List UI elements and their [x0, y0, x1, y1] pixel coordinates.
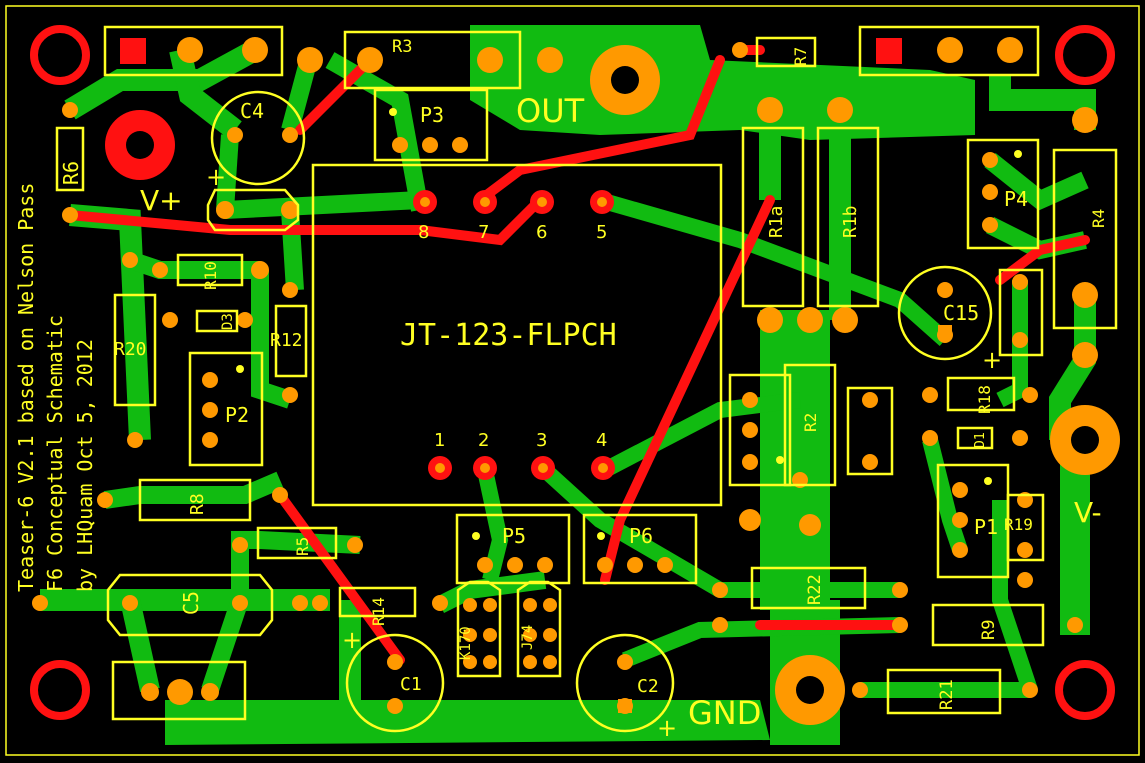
designator-r18: R18 — [975, 385, 994, 414]
credits-line-2: F6 Conceptual Schematic — [43, 315, 67, 592]
designator-r9: R9 — [979, 620, 999, 640]
designator-p1: P1 — [974, 515, 998, 539]
plus-mark: + — [206, 163, 226, 191]
designator-r1b: R1b — [840, 205, 861, 238]
designator-c2: C2 — [637, 676, 659, 697]
designator-d3: D3 — [220, 313, 236, 330]
pin-label: 2 — [478, 430, 489, 451]
ic-pads — [413, 190, 615, 480]
silkscreen-outlines — [5, 5, 1140, 756]
designator-r20: R20 — [114, 339, 147, 360]
designator-r8: R8 — [187, 493, 208, 515]
net-label-vminus: V- — [1074, 496, 1102, 529]
designator-r19: R19 — [1004, 515, 1033, 534]
pin1-square-pad — [618, 699, 632, 713]
component-designators: R3 R7 P3 C4 R6 R10 D3 R12 R20 P2 R8 R5 C… — [59, 37, 1108, 710]
designator-r1a: R1a — [766, 205, 787, 238]
designator-p5: P5 — [502, 524, 526, 548]
designator-r14: R14 — [369, 597, 388, 626]
designator-k170: K170 — [458, 626, 474, 660]
designator-r7: R7 — [791, 47, 810, 66]
designator-d1: D1 — [973, 432, 988, 448]
designator-r6: R6 — [59, 161, 83, 185]
pin1-square-pad — [120, 38, 146, 64]
pin-label: 1 — [434, 430, 445, 451]
designator-r5: R5 — [293, 537, 312, 556]
pin-label: 4 — [596, 430, 607, 451]
designator-c5: C5 — [179, 591, 203, 615]
net-label-gnd: GND — [688, 694, 761, 732]
designator-p2: P2 — [225, 403, 249, 427]
designator-c15: C15 — [943, 301, 979, 325]
designator-r12: R12 — [270, 330, 303, 351]
designator-r22: R22 — [805, 574, 825, 605]
designator-r3: R3 — [392, 37, 412, 57]
net-label-vplus: V+ — [140, 184, 183, 217]
pin1-square-pad — [876, 38, 902, 64]
pin-label: 3 — [536, 430, 547, 451]
designator-j74: J74 — [520, 625, 536, 650]
designator-r10: R10 — [201, 261, 220, 290]
chip-pin-labels: 1 2 3 4 5 6 7 8 — [418, 222, 607, 451]
credits-text: Teaser-6 V2.1 based on Nelson Pass F6 Co… — [14, 183, 97, 592]
designator-c1: C1 — [400, 674, 422, 695]
credits-line-3: by LHQuam Oct 5, 2012 — [73, 339, 97, 592]
pin-label: 6 — [536, 222, 547, 243]
plus-mark: + — [342, 626, 362, 654]
net-label-out: OUT — [516, 92, 585, 130]
designator-p4: P4 — [1004, 187, 1028, 211]
designator-p3: P3 — [420, 103, 444, 127]
designator-p6: P6 — [629, 524, 653, 548]
designator-c4: C4 — [240, 99, 264, 123]
plus-mark: + — [982, 346, 1002, 374]
designator-r4: R4 — [1089, 209, 1108, 228]
pin1-dots — [236, 108, 1022, 540]
designator-r2: R2 — [801, 413, 820, 432]
net-labels: OUT GND V+ V- — [140, 92, 1102, 732]
pin-label: 8 — [418, 222, 429, 243]
plus-mark: + — [657, 714, 677, 742]
credits-line-1: Teaser-6 V2.1 based on Nelson Pass — [14, 183, 38, 592]
polarity-marks: + + + + — [206, 163, 1002, 742]
mounting-holes — [30, 25, 1120, 725]
pin1-square-pad — [938, 325, 952, 339]
pin-label: 7 — [478, 222, 489, 243]
pin-label: 5 — [596, 222, 607, 243]
chip-label: JT-123-FLPCH — [400, 318, 617, 353]
designator-r21: R21 — [937, 679, 957, 710]
